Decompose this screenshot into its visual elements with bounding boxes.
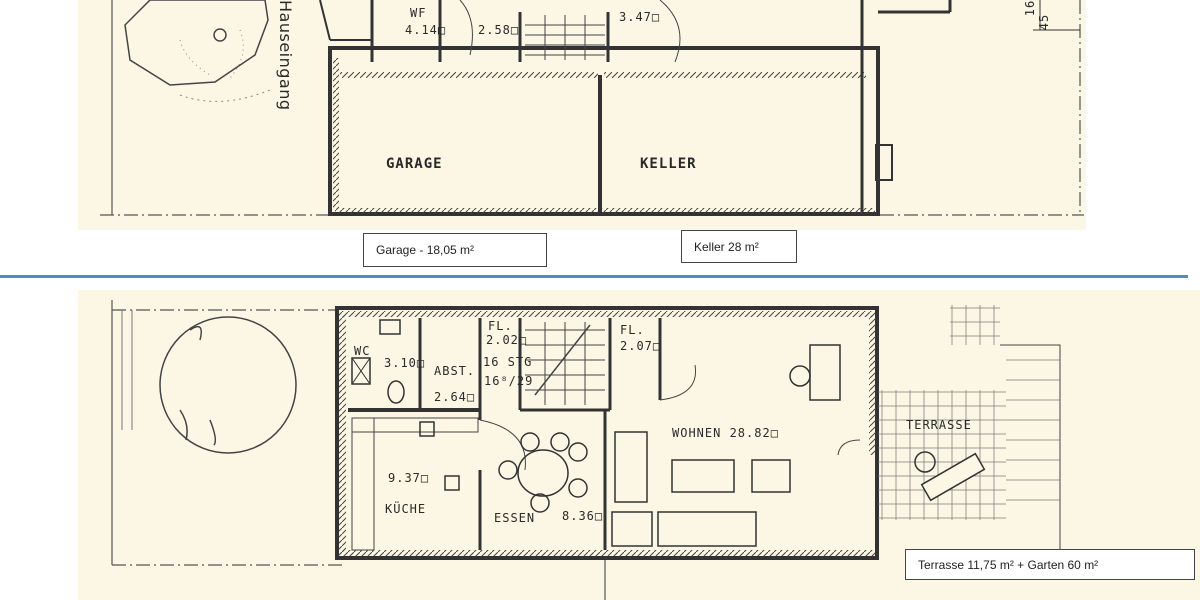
section-divider <box>0 275 1188 278</box>
label-area-347: 3.47□ <box>619 10 661 24</box>
label-kueche: KÜCHE <box>385 502 427 516</box>
label-garage: GARAGE <box>386 156 443 172</box>
label-kueche-area: 9.37□ <box>388 471 430 485</box>
label-wf: WF <box>410 6 427 20</box>
label-fl-2: FL. <box>620 323 645 337</box>
label-essen: ESSEN <box>494 511 536 525</box>
label-essen-area: 8.36□ <box>562 509 604 523</box>
label-wc-area: 3.10□ <box>384 356 426 370</box>
basement-paper <box>78 0 1086 230</box>
ground-paper <box>78 290 1200 600</box>
label-abst-area: 2.64□ <box>434 390 476 404</box>
tree-symbol <box>124 0 269 86</box>
tree-symbol-2 <box>159 316 297 454</box>
caption-garage: Garage - 18,05 m² <box>363 233 547 267</box>
label-fl-1-area: 2.02□ <box>486 333 528 347</box>
label-stairs: 16 STG <box>483 355 533 369</box>
label-terrasse: TERRASSE <box>906 418 972 432</box>
label-hauseingang: Hauseingang <box>276 0 295 111</box>
living-room-furniture <box>611 344 841 547</box>
caption-terrasse: Terrasse 11,75 m² + Garten 60 m² <box>905 549 1195 580</box>
label-stairs-ratio: 16⁸/29 <box>484 374 534 388</box>
label-abst: ABST. <box>434 364 476 378</box>
label-wohnen: WOHNEN 28.82□ <box>672 426 779 440</box>
label-wc: WC <box>354 344 371 358</box>
label-fl-1: FL. <box>488 319 513 333</box>
dining-table-symbol <box>498 432 588 513</box>
label-wf-area: 4.14□ <box>405 23 447 37</box>
stairs-symbol <box>525 15 605 60</box>
label-area-258: 2.58□ <box>478 23 520 37</box>
caption-keller: Keller 28 m² <box>681 230 797 263</box>
label-keller: KELLER <box>640 156 697 172</box>
terrace-tiles <box>878 390 1006 520</box>
stairs-symbol-2 <box>525 322 605 405</box>
basement-plan <box>78 0 1086 230</box>
label-dim-16: 16 <box>1023 0 1038 17</box>
label-fl-2-area: 2.07□ <box>620 339 662 353</box>
ground-floor-plan <box>78 290 1200 600</box>
label-dim-45: 45 <box>1037 13 1052 31</box>
